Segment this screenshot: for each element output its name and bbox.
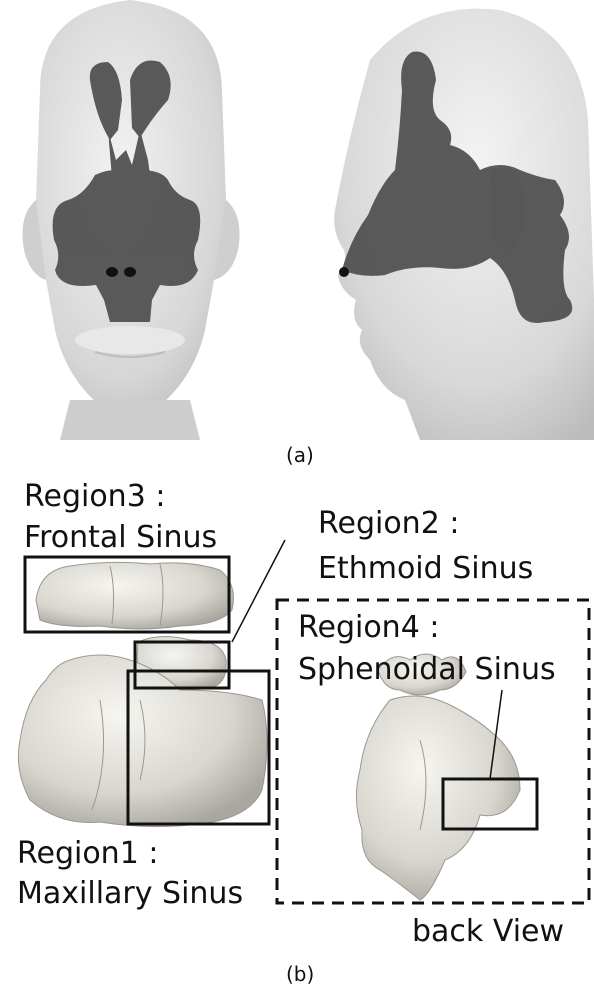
region3-title: Region3 : [24,479,165,515]
region1-title: Region1 : [17,836,158,872]
sinus-model-back [356,654,520,900]
region2-title: Region2 : [318,506,459,542]
region4-name: Sphenoidal Sinus [298,652,556,688]
back-view-label: back View [412,914,564,950]
region3-name: Frontal Sinus [24,520,217,556]
region1-name: Maxillary Sinus [17,876,243,912]
region4-title: Region4 : [298,610,439,646]
region2-name: Ethmoid Sinus [318,551,533,587]
caption-b: (b) [286,962,314,986]
